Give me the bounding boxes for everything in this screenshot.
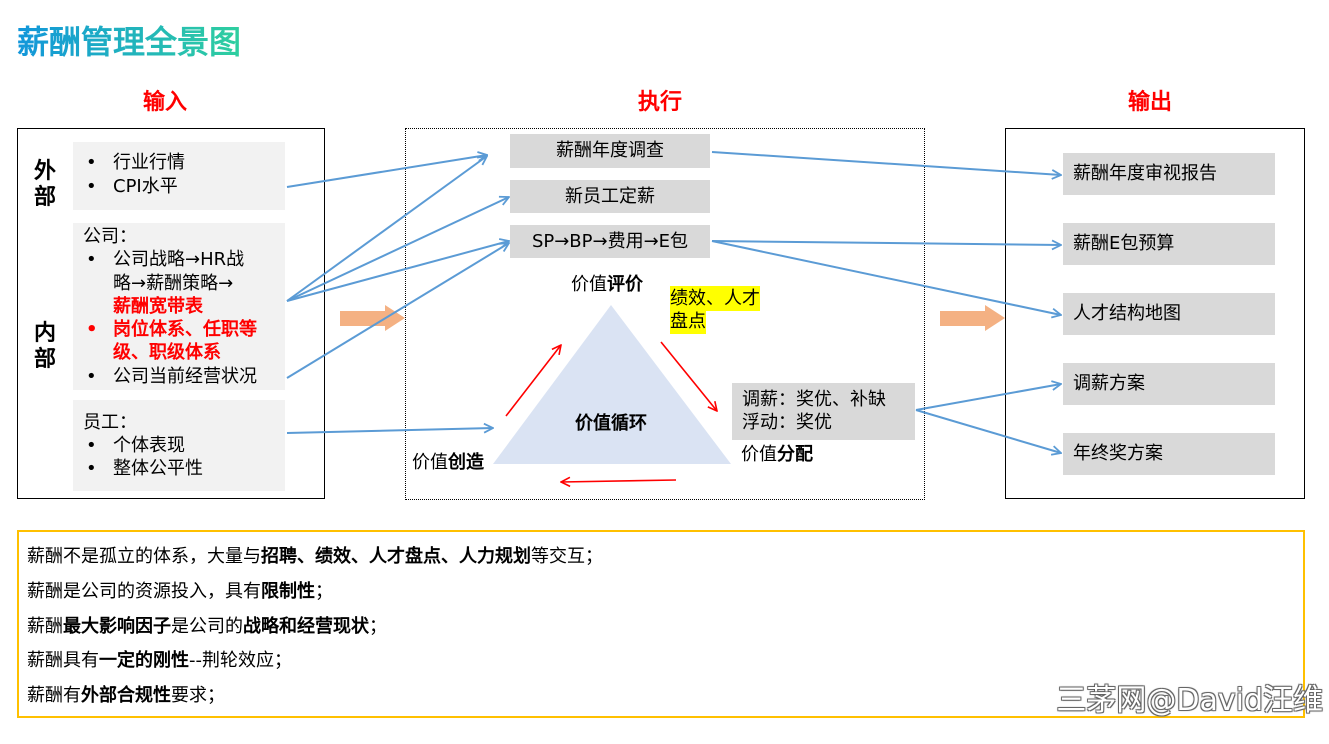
list-item: 个体表现: [73, 434, 285, 457]
note-line: 薪酬不是孤立的体系，大量与招聘、绩效、人才盘点、人力规划等交互；: [27, 540, 1303, 575]
employee-factors-box: 员工： 个体表现 整体公平性: [73, 400, 285, 491]
note-line: 薪酬是公司的资源投入，具有限制性；: [27, 575, 1303, 610]
evaluation-note: 绩效、人才盘点: [670, 286, 770, 334]
list-item: CPI水平: [73, 175, 285, 199]
note-text: ；: [315, 580, 333, 602]
note-text: 薪酬具有: [27, 650, 99, 672]
note-text: 薪酬: [27, 615, 63, 637]
list-item: 行业行情: [73, 151, 285, 175]
note-line: 薪酬最大影响因子是公司的战略和经营现状；: [27, 610, 1303, 645]
value-distribution-prefix: 价值: [741, 444, 777, 465]
note-line: 薪酬有外部合规性要求；: [27, 679, 1303, 714]
output-year-end-bonus-plan: 年终奖方案: [1063, 433, 1275, 475]
distribution-note-line: 浮动：奖优: [742, 412, 832, 433]
strategy-chain-line: 略→薪酬策略→: [113, 272, 234, 294]
value-creation-bold: 创造: [448, 452, 484, 473]
note-text: 薪酬有: [27, 685, 81, 706]
position-system-item: 岗位体系、任职等 级、职级体系: [73, 318, 285, 365]
value-evaluation-label: 价值评价: [571, 273, 643, 297]
position-system-line: 级、职级体系: [113, 342, 221, 364]
value-distribution-label: 价值分配: [741, 443, 813, 467]
distribution-note-box: 调薪：奖优、补缺 浮动：奖优: [732, 383, 915, 440]
section-header-execute: 执行: [637, 90, 682, 115]
internal-label: 内部: [33, 321, 56, 372]
value-distribution-bold: 分配: [777, 444, 813, 465]
strategy-chain-item: 公司战略→HR战 略→薪酬策略→ 薪酬宽带表: [73, 248, 285, 318]
section-header-input: 输入: [142, 90, 187, 115]
arrow-execute-to-output: [940, 305, 1005, 331]
position-system-line: 岗位体系、任职等: [113, 319, 257, 341]
summary-notes-box: 薪酬不是孤立的体系，大量与招聘、绩效、人才盘点、人力规划等交互； 薪酬是公司的资…: [17, 530, 1305, 718]
company-factors-box: 公司： 公司战略→HR战 略→薪酬策略→ 薪酬宽带表 岗位体系、任职等 级、职级…: [73, 223, 285, 390]
note-emphasis: 限制性: [261, 580, 315, 602]
value-creation-prefix: 价值: [412, 452, 448, 473]
list-item: 整体公平性: [73, 457, 285, 480]
watermark: 三茅网@David汪维: [1056, 683, 1323, 718]
output-talent-map: 人才结构地图: [1063, 293, 1275, 335]
evaluation-note-highlight: 绩效、人才盘点: [670, 286, 760, 334]
value-creation-label: 价值创造: [412, 451, 484, 475]
external-label: 外部: [33, 159, 56, 210]
new-hire-pay-box: 新员工定薪: [510, 180, 710, 213]
note-text: 要求；: [171, 685, 225, 706]
salary-band-highlight: 薪酬宽带表: [113, 295, 203, 317]
output-review-report: 薪酬年度审视报告: [1063, 153, 1275, 195]
value-cycle-label: 价值循环: [575, 413, 647, 434]
note-emphasis: 招聘、绩效、人才盘点、人力规划: [261, 546, 531, 567]
business-status-item: 公司当前经营状况: [73, 365, 285, 389]
employee-label: 员工：: [83, 412, 137, 433]
note-emphasis: 一定的刚性: [99, 650, 189, 672]
distribution-note-line: 调薪：奖优、补缺: [742, 389, 886, 410]
note-text: 是公司的: [171, 615, 243, 637]
strategy-chain-line: 公司战略→HR战: [113, 249, 245, 271]
budget-chain-box: SP→BP→费用→E包: [510, 225, 710, 258]
note-emphasis: 最大影响因子: [63, 615, 171, 637]
section-header-output: 输出: [1127, 90, 1172, 115]
arrow-input-to-execute: [340, 305, 405, 331]
note-text: 等交互；: [531, 546, 603, 567]
note-text: 薪酬不是孤立的体系，大量与: [27, 546, 261, 567]
page-title: 薪酬管理全景图: [17, 23, 242, 61]
company-label: 公司：: [83, 226, 137, 247]
note-text: 薪酬是公司的资源投入，具有: [27, 580, 261, 602]
value-evaluation-bold: 评价: [607, 274, 643, 295]
output-salary-adjustment-plan: 调薪方案: [1063, 363, 1275, 405]
note-line: 薪酬具有一定的刚性--荆轮效应；: [27, 644, 1303, 679]
annual-survey-box: 薪酬年度调查: [510, 134, 710, 168]
note-emphasis: 外部合规性: [81, 685, 171, 706]
value-evaluation-prefix: 价值: [571, 274, 607, 295]
note-text: --荆轮效应；: [189, 650, 292, 672]
note-emphasis: 战略和经营现状: [243, 615, 369, 637]
note-text: ；: [369, 615, 387, 637]
output-e-package-budget: 薪酬E包预算: [1063, 223, 1275, 265]
external-factors-box: 行业行情 CPI水平: [73, 142, 285, 210]
